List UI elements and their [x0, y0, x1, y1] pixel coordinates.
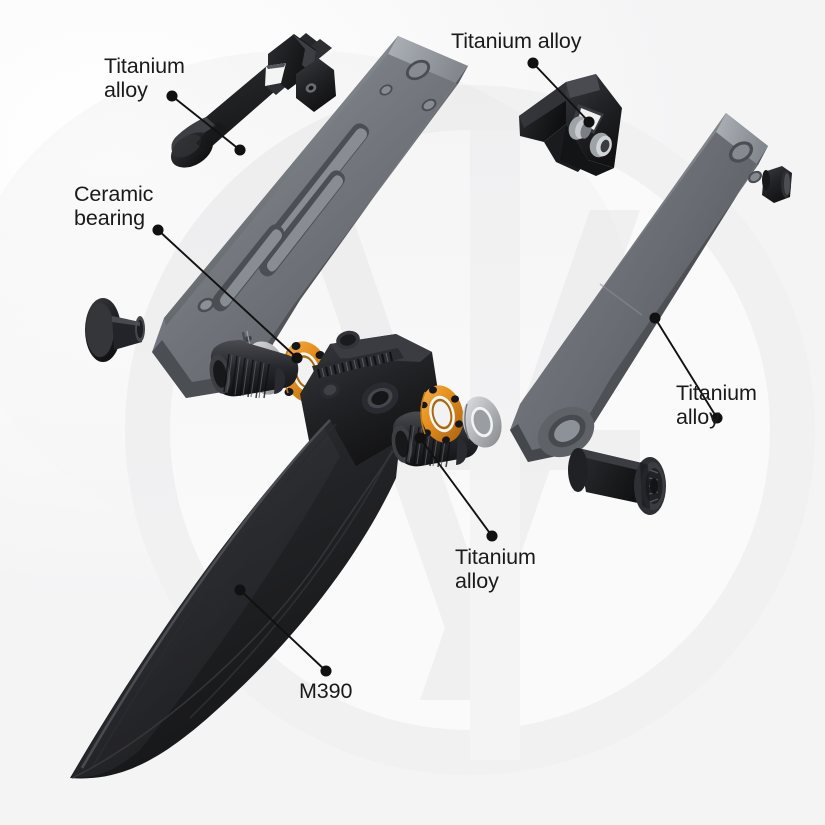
leader-lines — [152, 57, 723, 677]
part-ceramic-bearing-right — [420, 385, 464, 444]
label-ceramic-bearing: Ceramic bearing — [74, 182, 154, 231]
label-backspacer-material: Titanium alloy — [451, 29, 582, 53]
label-scale-right-material: Titanium alloy — [676, 381, 757, 430]
part-pivot-barrel-left — [209, 340, 299, 399]
part-pivot-barrel-main — [568, 448, 666, 515]
label-blade-steel: M390 — [299, 679, 353, 703]
leader-blade-label — [234, 584, 332, 677]
leader-scale-right-label — [649, 312, 723, 424]
part-backspacer — [519, 74, 622, 176]
part-washer-right — [462, 396, 502, 448]
leader-backspacer-label — [527, 57, 595, 128]
leader-bearing-label — [152, 224, 303, 364]
label-pocket-clip-material: Titanium alloy — [104, 54, 185, 103]
part-pivot-screw-head-left — [85, 298, 145, 362]
part-pocket-clip — [170, 33, 336, 168]
label-pivot-material: Titanium alloy — [455, 545, 536, 594]
leader-pivot-label — [414, 432, 498, 542]
part-handle-scale-right — [510, 113, 768, 462]
part-handle-scale-left — [152, 36, 468, 398]
part-body-screw-right — [762, 166, 792, 203]
leader-clip-label — [166, 90, 246, 156]
